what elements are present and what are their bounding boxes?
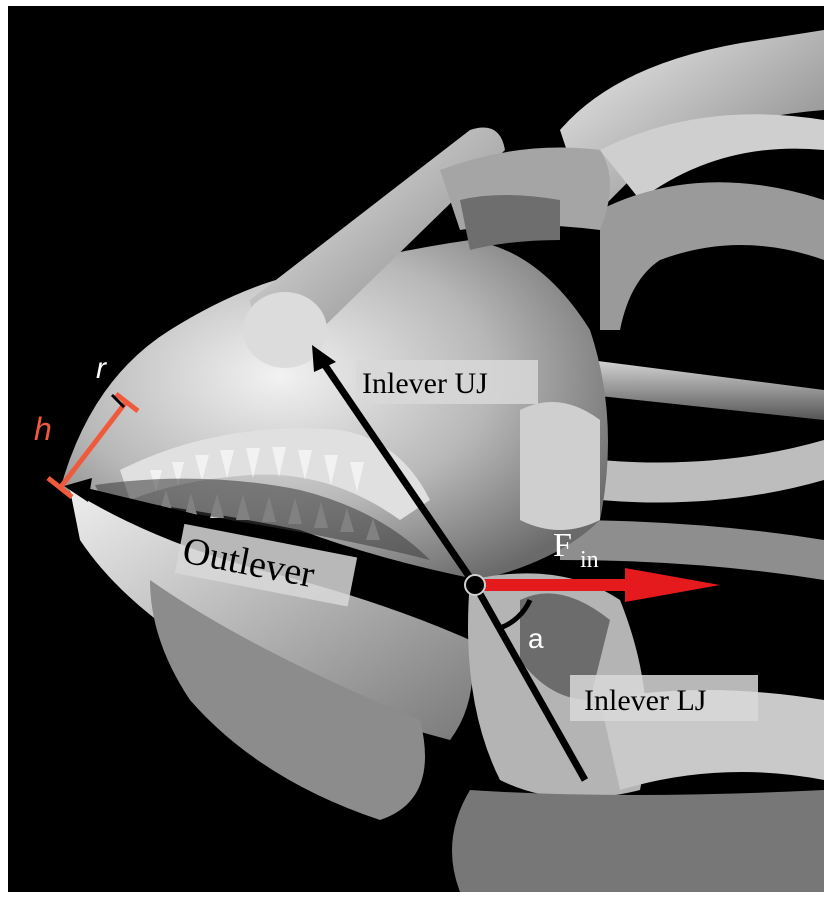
pivot-dot-icon	[465, 575, 485, 595]
h-label: h	[34, 411, 52, 447]
force-label-main: F	[553, 527, 572, 564]
force-label-sub: in	[580, 547, 599, 573]
angle-label: a	[528, 623, 544, 654]
inlever-uj-label: Inlever UJ	[362, 367, 488, 400]
inlever-lj-label: Inlever LJ	[584, 684, 707, 717]
r-label: r	[96, 352, 107, 385]
